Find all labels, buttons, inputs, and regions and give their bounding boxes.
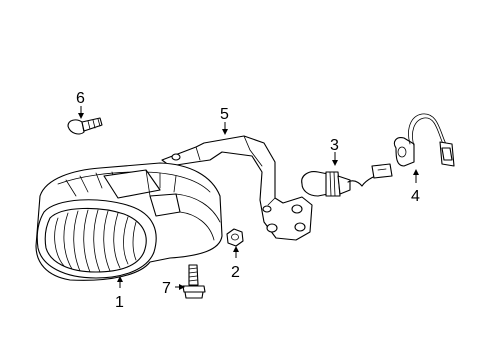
fog-lamp-assembly-icon[interactable] [35,162,223,281]
callout-label-5: 5 [220,106,229,123]
callout-label-1: 1 [115,294,124,311]
callout-label-3: 3 [330,137,339,154]
nut-icon[interactable] [226,228,244,247]
callout-3: 3 [330,137,339,166]
screw-icon[interactable] [67,117,103,135]
callout-2: 2 [231,246,240,281]
bulb-icon[interactable] [301,163,393,197]
callout-label-7: 7 [162,280,171,297]
callout-label-2: 2 [231,264,240,281]
callout-label-4: 4 [411,188,420,205]
callout-6: 6 [76,90,85,119]
callout-1: 1 [115,276,124,311]
callout-5: 5 [220,106,229,135]
callout-7: 7 [162,280,185,297]
callout-4: 4 [411,169,420,205]
bolt-icon[interactable] [182,264,206,299]
callout-label-6: 6 [76,90,85,107]
wiring-harness-icon[interactable] [393,113,455,167]
bracket-icon[interactable] [161,135,313,241]
